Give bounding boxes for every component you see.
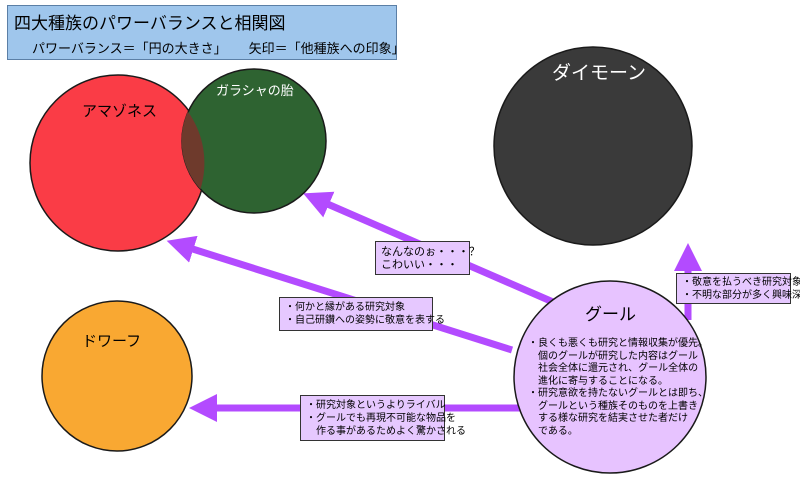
note-to-daimon: ・敬意を払うべき研究対象 ・不明な部分が多く興味深い bbox=[676, 273, 800, 304]
note-line: なんなのぉ・・・？ bbox=[381, 245, 480, 258]
note-to-dwarf: ・研究対象というよりライバル ・グールでも再現不可能な物品を 作る事があるためよ… bbox=[300, 395, 466, 441]
note-line: ・敬意を払うべき研究対象 bbox=[682, 277, 800, 288]
legend-text: パワーバランス＝「円の大きさ」 矢印＝「他種族への印象」 bbox=[32, 38, 405, 57]
legend-arrow: 矢印＝「他種族への印象」 bbox=[248, 42, 405, 57]
note-line: ・不明な部分が多く興味深い bbox=[682, 290, 800, 301]
note-line: ・研究対象というよりライバル bbox=[306, 400, 446, 411]
note-to-amazoness: ・何かと縁がある研究対象 ・自己研鑽への姿勢に敬意を表する bbox=[279, 297, 445, 331]
label-amazoness: アマゾネス bbox=[82, 102, 158, 120]
label-garasya: ガラシャの胎 bbox=[216, 84, 294, 99]
description-line: グールという種族そのものを上書き bbox=[528, 400, 698, 412]
node-daimon bbox=[493, 46, 693, 246]
header-box: 四大種族のパワーバランスと相関図 パワーバランス＝「円の大きさ」 矢印＝「他種族へ… bbox=[7, 5, 405, 60]
note-line: ・何かと縁がある研究対象 bbox=[285, 302, 405, 313]
description-line: する様な研究を結実させた者だけ bbox=[528, 413, 688, 424]
description-line: 個のグールが研究した内容はグール bbox=[528, 350, 698, 362]
label-daimon: ダイモーン bbox=[552, 62, 647, 84]
node-dwarf bbox=[41, 300, 193, 452]
description-line: 進化に寄与することになる。 bbox=[528, 375, 668, 387]
label-goul: グール bbox=[585, 305, 636, 325]
note-line: ・グールでも再現不可能な物品を bbox=[306, 413, 456, 424]
description-line: ・良くも悪くも研究と情報収集が優先。 bbox=[528, 338, 708, 349]
description-line: ・研究意欲を持たないグールとは即ち、 bbox=[528, 388, 708, 399]
goul-description: ・良くも悪くも研究と情報収集が優先。 個のグールが研究した内容はグール 社会全体… bbox=[528, 338, 708, 438]
page-title: 四大種族のパワーバランスと相関図 bbox=[14, 14, 286, 34]
note-line: 作る事があるためよく驚かされる bbox=[306, 426, 466, 437]
label-dwarf: ドワーフ bbox=[82, 332, 142, 350]
description-line: 社会全体に還元され、グール全体の bbox=[528, 363, 699, 374]
note-to-garasya: なんなのぉ・・・？ こわいい・・・ bbox=[375, 241, 480, 275]
legend-power: パワーバランス＝「円の大きさ」 bbox=[32, 42, 227, 57]
note-line: ・自己研鑽への姿勢に敬意を表する bbox=[285, 315, 445, 326]
description-line: である。 bbox=[528, 425, 578, 437]
note-line: こわいい・・・ bbox=[381, 258, 458, 271]
node-goul bbox=[513, 280, 707, 474]
node-overlap bbox=[181, 111, 205, 190]
